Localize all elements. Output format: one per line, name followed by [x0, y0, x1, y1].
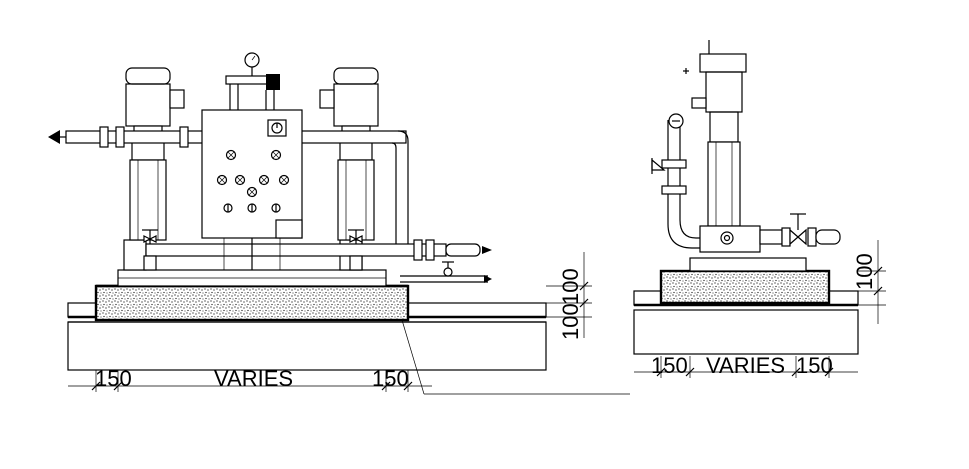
- side-dim-right-margin: 150: [796, 353, 833, 378]
- isolation-valves: [142, 229, 364, 271]
- side-dim-height-upper: 100: [852, 253, 877, 290]
- side-dim-varies: VARIES: [706, 353, 785, 378]
- side-dim-left-margin: 150: [651, 353, 688, 378]
- dim-varies: VARIES: [214, 366, 293, 391]
- side-piping: [651, 68, 841, 249]
- concrete-plinth: [94, 284, 410, 322]
- side-plinth: [659, 269, 831, 305]
- side-bottom-dimensions: [634, 356, 858, 378]
- side-elevation: 150 VARIES 150 100: [633, 40, 886, 378]
- side-ground-slab: [633, 290, 859, 355]
- vertical-dimension: [546, 252, 592, 338]
- suction-header: [145, 239, 492, 283]
- dim-right-margin: 150: [372, 366, 409, 391]
- pressure-gauge: [225, 52, 280, 110]
- dim-height-lower: 100: [558, 303, 583, 340]
- indicator-lamps: [216, 149, 290, 198]
- side-skid: [689, 257, 807, 272]
- selector-switches: [223, 203, 281, 213]
- dim-left-margin: 150: [95, 366, 132, 391]
- bottom-dimensions: [68, 319, 630, 395]
- side-pump: [691, 40, 761, 253]
- front-elevation: 150 VARIES 150 100 100: [48, 52, 630, 395]
- side-vertical-dimension: [858, 240, 886, 324]
- dim-height-upper: 100: [558, 268, 583, 305]
- left-pump: [125, 67, 185, 241]
- right-pump: [319, 67, 379, 241]
- control-panel: [201, 109, 303, 270]
